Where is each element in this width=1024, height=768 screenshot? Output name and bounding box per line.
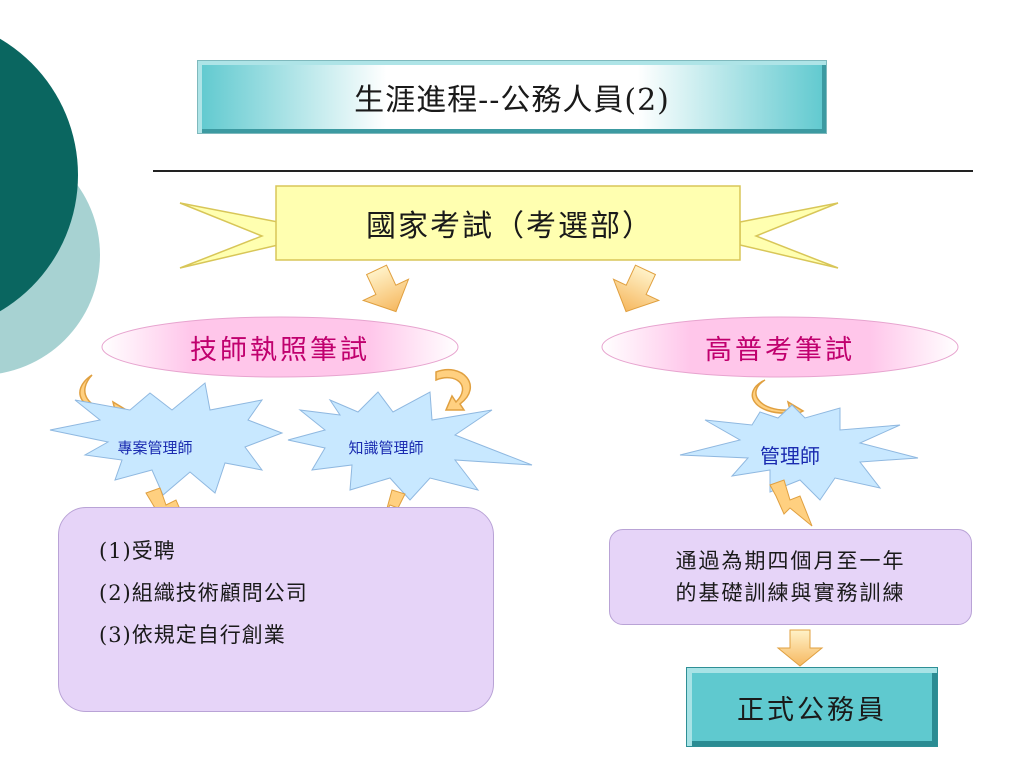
training-box: 通過為期四個月至一年 的基礎訓練與實務訓練	[609, 529, 972, 625]
training-line: 通過為期四個月至一年	[675, 549, 906, 573]
role-manager: 管理師	[760, 443, 820, 468]
ellipse-right	[601, 316, 959, 378]
outcome-item: (3)依規定自行創業	[99, 623, 286, 647]
star-mid	[287, 391, 533, 501]
title-divider	[153, 170, 973, 172]
branch-right-label: 高普考筆試	[705, 334, 855, 366]
final-result-label: 正式公務員	[737, 694, 887, 726]
final-result-box: 正式公務員	[686, 667, 938, 747]
role-knowledge-manager: 知識管理師	[348, 438, 424, 457]
star-left	[49, 382, 284, 496]
ellipse-left	[101, 316, 459, 378]
branch-left-label: 技師執照筆試	[190, 334, 370, 366]
banner-label: 國家考試（考選部）	[366, 209, 654, 244]
bolt-right	[769, 479, 813, 527]
arrow-banner-left	[361, 264, 410, 313]
page-title: 生涯進程--公務人員(2)	[354, 83, 670, 118]
training-line: 的基礎訓練與實務訓練	[675, 581, 906, 605]
outcome-item: (1)受聘	[99, 539, 176, 563]
arrow-to-final	[776, 629, 824, 667]
curved-arrow-mid	[435, 369, 472, 411]
role-project-manager: 專案管理師	[117, 438, 193, 457]
star-right	[679, 404, 919, 501]
decor-circle-dark	[0, 38, 78, 312]
outcome-item: (2)組織技術顧問公司	[99, 581, 308, 605]
banner-ribbon	[179, 185, 839, 269]
arrow-banner-right	[612, 264, 661, 313]
outcomes-box: (1)受聘 (2)組織技術顧問公司 (3)依規定自行創業	[58, 507, 494, 712]
title-box: 生涯進程--公務人員(2)	[197, 60, 827, 134]
